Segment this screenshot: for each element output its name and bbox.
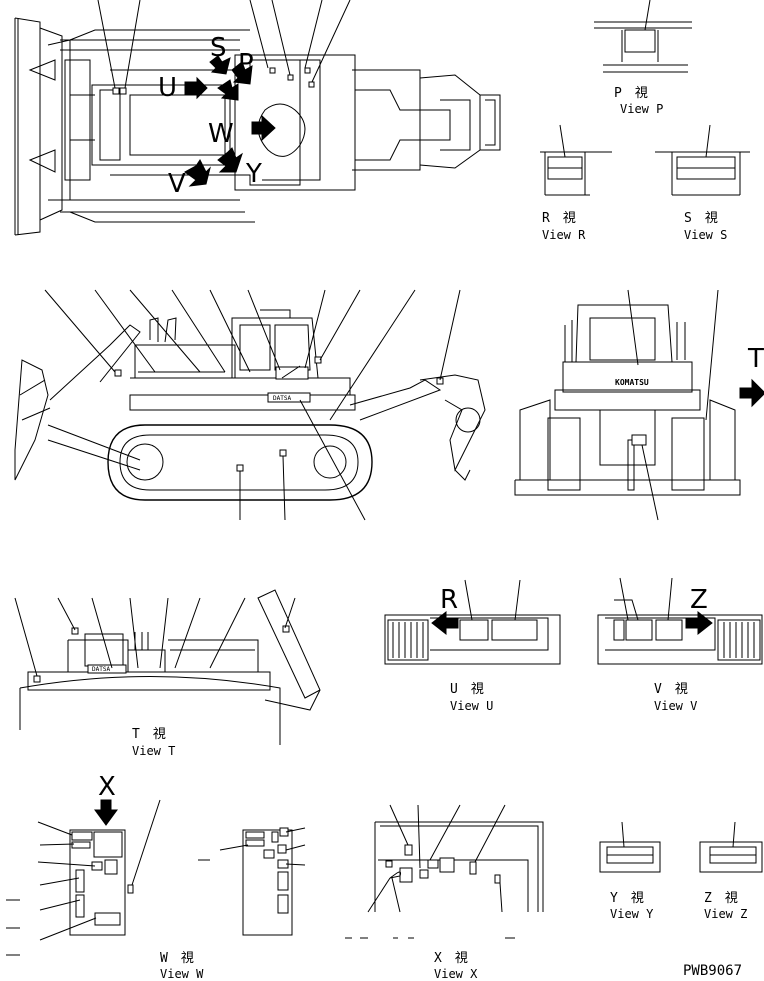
view-w-kanji: W 視 [160,951,194,966]
view-p-detail: P 視 View P [594,0,692,116]
drawing-code: PWB9067 [683,963,742,979]
view-u-kanji: U 視 [450,682,484,697]
view-s-english: View S [684,228,727,242]
label-y: Y [245,159,262,189]
view-p-kanji: P 視 [614,86,648,101]
view-y-kanji: Y 視 [610,891,644,906]
view-r-english: View R [542,228,586,242]
label-v: V [168,169,186,199]
view-u-english: View U [450,699,493,713]
view-x-kanji: X 視 [434,951,468,966]
view-t-detail: DATSA T 視 View T [14,589,321,758]
view-r-kanji: R 視 [542,211,576,226]
view-s-kanji: S 視 [684,211,718,226]
label-u: U [158,73,177,103]
view-v-detail: Z V 視 View V [597,577,763,713]
side-view-drawing: DATSA [14,289,486,521]
label-x: X [98,772,116,802]
view-y-english: View Y [610,907,654,921]
view-x-english: View X [434,967,478,981]
view-r-detail: R 視 View R [540,124,612,242]
label-z: Z [690,585,708,615]
view-t-english: View T [132,744,175,758]
view-y-detail: Y 視 View Y [599,821,661,921]
view-t-kanji: T 視 [132,727,166,742]
view-u-detail: R U 視 View U [384,579,561,713]
view-p-english: View P [620,102,663,116]
top-view-drawing: S P U W V Y [14,0,501,236]
view-v-kanji: V 視 [654,682,688,697]
view-z-detail: Z 視 View Z [699,821,763,921]
view-s-detail: S 視 View S [655,124,750,242]
view-w-detail: X W 視 View W [6,772,306,981]
view-w-english: View W [160,967,204,981]
rear-view-drawing: KOMATSU T [514,289,764,521]
label-r: R [440,585,458,615]
side-datsa-plate: DATSA [273,395,291,402]
view-x-detail: X 視 View X [345,804,544,981]
view-z-kanji: Z 視 [704,891,738,906]
label-s: S [210,33,227,63]
view-z-english: View Z [704,907,747,921]
label-w: W [208,119,234,149]
view-v-english: View V [654,699,697,713]
label-t: T [747,344,764,374]
label-p: P [238,49,254,79]
view-t-datsa-plate: DATSA [92,666,110,673]
komatsu-logo: KOMATSU [615,378,649,387]
